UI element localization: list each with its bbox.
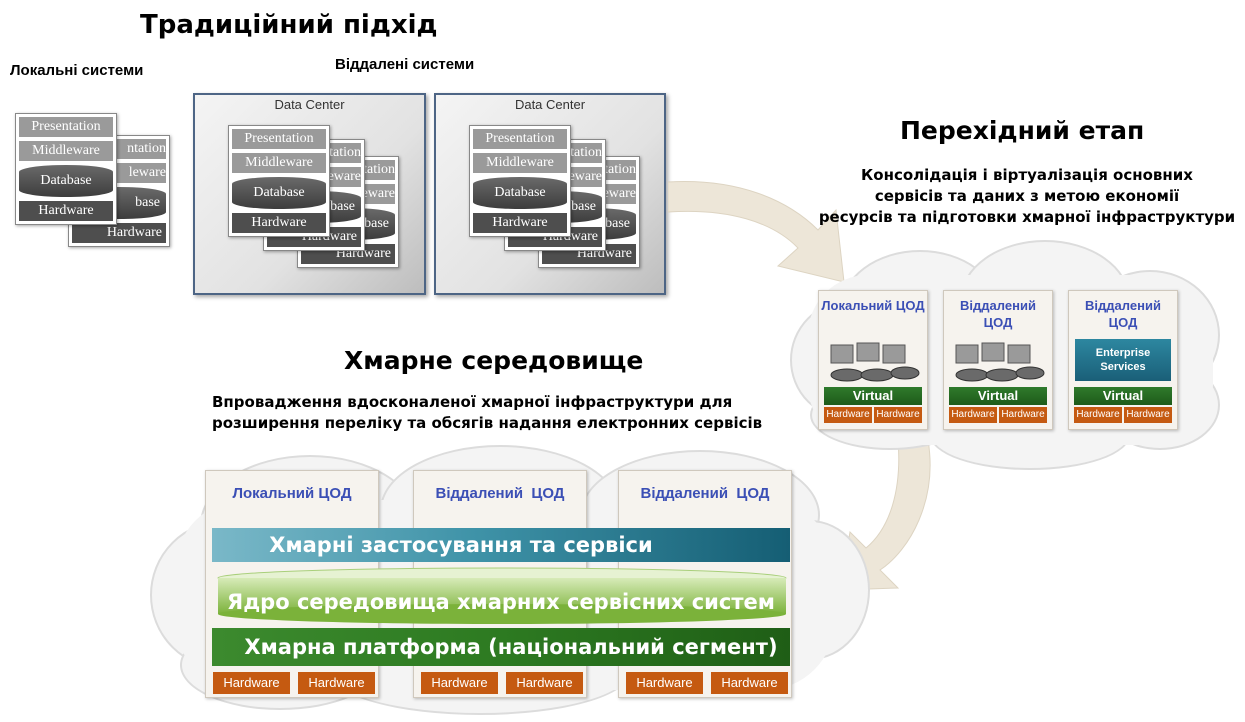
presentation-layer: Presentation	[473, 129, 567, 149]
arrow-to-cloud	[840, 440, 931, 591]
hardware-block: Hardware	[1074, 407, 1122, 423]
middleware-layer: Middleware	[19, 141, 113, 161]
local-systems-label: Локальні системи	[10, 62, 144, 79]
database-layer: Database	[232, 177, 326, 209]
server-cluster-icon	[830, 342, 920, 382]
cloud-title: Хмарне середовище	[344, 346, 644, 375]
cloud-caption: Впровадження вдосконаленої хмарної інфра…	[212, 392, 832, 434]
middleware-layer: Middleware	[232, 153, 326, 173]
presentation-layer: Presentation	[19, 117, 113, 137]
dc-header: Локальний ЦОД	[232, 485, 352, 502]
hardware-block: Hardware	[999, 407, 1047, 423]
caption-line: Впровадження вдосконаленої хмарної інфра…	[212, 393, 733, 411]
hardware-block: Hardware	[949, 407, 997, 423]
hardware-pair: Hardware Hardware	[1074, 407, 1172, 423]
hardware-block: Hardware	[506, 672, 583, 694]
caption-line: Консолідація і віртуалізація основних	[861, 166, 1193, 184]
data-center-1: Data Center ntation leware base Hardware…	[193, 93, 426, 295]
traditional-title: Традиційний підхід	[140, 10, 438, 40]
hardware-layer: Hardware	[232, 213, 326, 233]
server-cluster-icon	[955, 342, 1045, 382]
enterprise-services-block: Enterprise Services	[1075, 339, 1171, 381]
data-center-label: Data Center	[274, 97, 345, 112]
hardware-layer: Hardware	[473, 213, 567, 233]
hardware-block: Hardware	[298, 672, 375, 694]
local-server-stack-front: Presentation Middleware Database Hardwar…	[15, 113, 117, 225]
presentation-layer: Presentation	[232, 129, 326, 149]
data-center-label: Data Center	[514, 97, 586, 112]
virtual-layer: Virtual	[1074, 387, 1172, 405]
database-layer: Database	[473, 177, 567, 209]
cloud-apps-band: Хмарні застосування та сервіси	[212, 528, 790, 562]
caption-line: розширення переліку та обсягів надання е…	[212, 414, 763, 432]
hardware-block: Hardware	[213, 672, 290, 694]
cloud-core-band: Ядро середовища хмарних сервісних систем	[227, 590, 775, 614]
core-band-ellipse	[217, 567, 787, 624]
virtual-layer: Virtual	[949, 387, 1047, 405]
hardware-layer: Hardware	[72, 223, 166, 243]
caption-line: сервісів та даних з метою економії	[874, 187, 1180, 205]
transitional-local-dc: Локальний ЦОД Virtual Hardware Hardware	[818, 290, 928, 430]
transitional-remote-dc-2: Віддалений ЦОД Enterprise Services Virtu…	[1068, 290, 1178, 430]
transitional-remote-dc-1: Віддалений ЦОД Virtual Hardware Hardware	[943, 290, 1053, 430]
virtual-layer: Virtual	[824, 387, 922, 405]
transitional-title: Перехідний етап	[900, 116, 1145, 145]
database-layer: Database	[19, 165, 113, 197]
dc-header: Віддалений ЦОД	[1085, 298, 1161, 330]
server-stack-front: Presentation Middleware Database Hardwar…	[469, 125, 571, 237]
hardware-block: Hardware	[421, 672, 498, 694]
dc-header: Віддалений ЦОД	[640, 485, 770, 502]
dc-header: Локальний ЦОД	[821, 298, 925, 313]
hardware-block: Hardware	[711, 672, 788, 694]
remote-systems-label: Віддалені системи	[335, 56, 475, 73]
middleware-layer: Middleware	[473, 153, 567, 173]
dc-header: Віддалений ЦОД	[960, 298, 1036, 330]
transitional-caption: Консолідація і віртуалізація основних се…	[812, 165, 1242, 228]
cloud-platform-band: Хмарна платформа (національний сегмент)	[212, 628, 790, 666]
hardware-block: Hardware	[824, 407, 872, 423]
caption-line: ресурсів та підготовки хмарної інфрастру…	[818, 208, 1236, 226]
data-center-2: Data Center ntation leware base Hardware…	[434, 93, 666, 295]
hardware-block: Hardware	[626, 672, 703, 694]
hardware-layer: Hardware	[19, 201, 113, 221]
hardware-pair: Hardware Hardware	[949, 407, 1047, 423]
server-stack-front: Presentation Middleware Database Hardwar…	[228, 125, 330, 237]
hardware-pair: Hardware Hardware	[824, 407, 922, 423]
dc-header: Віддалений ЦОД	[435, 485, 565, 502]
hardware-block: Hardware	[874, 407, 922, 423]
hardware-block: Hardware	[1124, 407, 1172, 423]
